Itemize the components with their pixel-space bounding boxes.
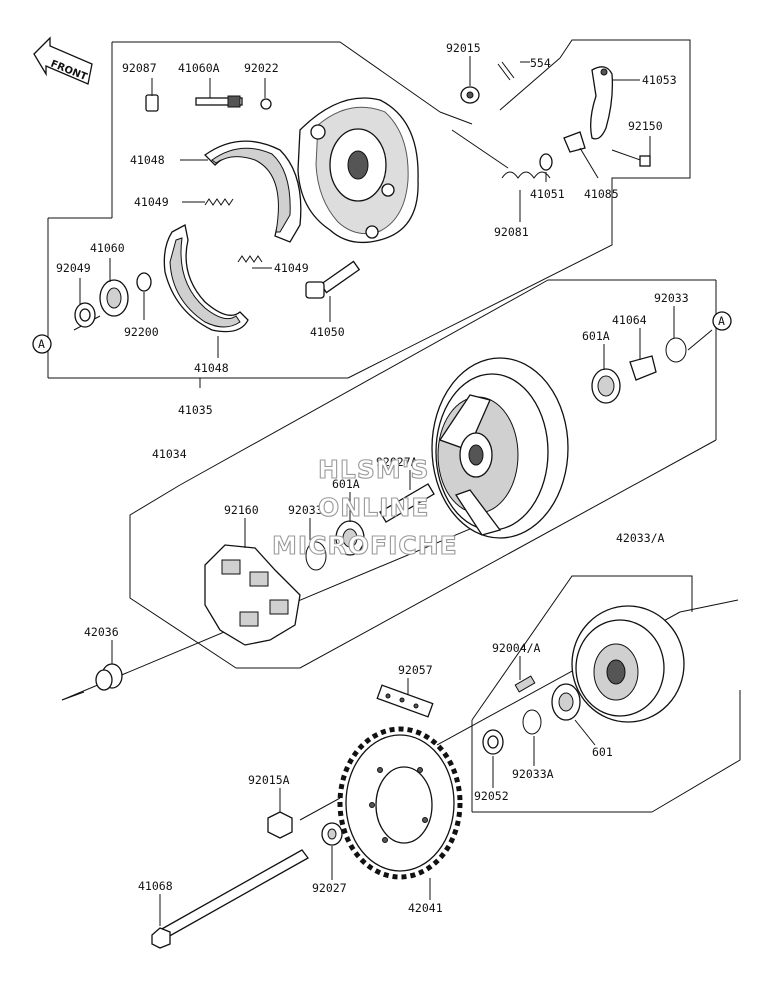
part-label: 92052 (474, 789, 509, 803)
coupling-group-outline (471, 575, 741, 813)
part-label: 92015A (248, 773, 290, 787)
part-label: 92057 (398, 663, 433, 677)
part-label: 601A (582, 329, 610, 343)
brake-shoe-upper (203, 140, 302, 243)
ref-marker-right: A (712, 311, 732, 331)
hub-group-outline (129, 279, 717, 669)
part-label: 41034 (152, 447, 187, 461)
part-label: 41048 (130, 153, 165, 167)
ref-marker-left: A (32, 334, 52, 354)
spacer-92027A (379, 483, 435, 523)
nut-92015 (460, 86, 480, 104)
part-label: 41068 (138, 879, 173, 893)
bearing-601A-left (335, 520, 365, 556)
brake-lever (590, 66, 614, 140)
part-label: 92033A (512, 767, 554, 781)
sprocket-coupling (571, 605, 685, 723)
brake-panel (297, 97, 419, 244)
part-label: 92049 (56, 261, 91, 275)
spring-upper-icon (204, 198, 234, 206)
part-label: 92027 (312, 881, 347, 895)
part-label: 41049 (134, 195, 169, 209)
part-labels: 92087 41060A 92022 92015 554 41053 92150… (56, 41, 689, 915)
part-label: 42036 (84, 625, 119, 639)
part-label: 92033 (288, 503, 323, 517)
part-label: 41051 (530, 187, 565, 201)
bearing-41060 (99, 279, 129, 317)
part-label: 92027A (376, 455, 418, 469)
part-label: 41049 (274, 261, 309, 275)
part-label: 554 (530, 56, 551, 70)
part-label: 92200 (124, 325, 159, 339)
part-label: 42041 (408, 901, 443, 915)
part-label: 41050 (310, 325, 345, 339)
collar-41064 (629, 355, 657, 381)
watermark-line-1: HLSM'S (318, 455, 429, 484)
part-label: 92033 (654, 291, 689, 305)
part-label: 92004/A (492, 641, 541, 655)
circlip-92033-right (665, 337, 687, 363)
brake-indicator (195, 95, 243, 108)
washer-92200 (136, 272, 152, 292)
small-washer (260, 98, 272, 110)
part-label: 92081 (494, 225, 529, 239)
part-label: 92160 (224, 503, 259, 517)
washer-41051 (539, 153, 553, 171)
part-label: 41035 (178, 403, 213, 417)
svg-text:A: A (718, 314, 725, 328)
part-label: 42033/A (616, 531, 665, 545)
grease-nipple (145, 94, 159, 112)
part-label: 92087 (122, 61, 157, 75)
front-arrow-icon: FRONT (33, 36, 93, 85)
rear-axle (151, 849, 309, 949)
part-label: 41053 (642, 73, 677, 87)
stud-92004 (514, 675, 536, 693)
watermark-line-3: MICROFICHE (272, 531, 458, 560)
part-label: 92015 (446, 41, 481, 55)
watermark-line-2: ONLINE (318, 493, 429, 522)
return-spring (501, 171, 551, 179)
cotter-pin (497, 61, 515, 81)
chain-92057 (376, 684, 434, 718)
leader-lines (79, 56, 675, 926)
indicator-plate (563, 131, 586, 153)
collar-42036 (95, 663, 123, 691)
part-label: 41064 (612, 313, 647, 327)
part-label: 41060A (178, 61, 220, 75)
wheel-hub (431, 357, 569, 539)
part-label: 92150 (628, 119, 663, 133)
rear-sprocket (337, 726, 463, 880)
part-label: 601 (592, 745, 613, 759)
brake-panel-group-outline (47, 39, 691, 388)
collar-92027 (321, 822, 343, 846)
part-label: 92022 (244, 61, 279, 75)
part-label: 41060 (90, 241, 125, 255)
bearing-601A-right (591, 368, 621, 404)
part-label: 41048 (194, 361, 229, 375)
part-label: 601A (332, 477, 360, 491)
watermark: HLSM'S ONLINE MICROFICHE (271, 454, 458, 560)
svg-text:A: A (38, 337, 45, 351)
part-label: 41085 (584, 187, 619, 201)
circlip-92033-left (305, 541, 327, 571)
brake-cam (305, 260, 361, 299)
bearing-601 (551, 683, 581, 721)
circlip-92033A (522, 709, 542, 735)
hub-damper (204, 544, 301, 646)
spring-lower-icon (237, 255, 263, 263)
seal-92052 (482, 729, 504, 755)
bolt-92150 (611, 149, 651, 167)
nut-92015A (267, 811, 293, 839)
seal-92049 (74, 302, 96, 328)
brake-shoe-lower (163, 224, 249, 333)
